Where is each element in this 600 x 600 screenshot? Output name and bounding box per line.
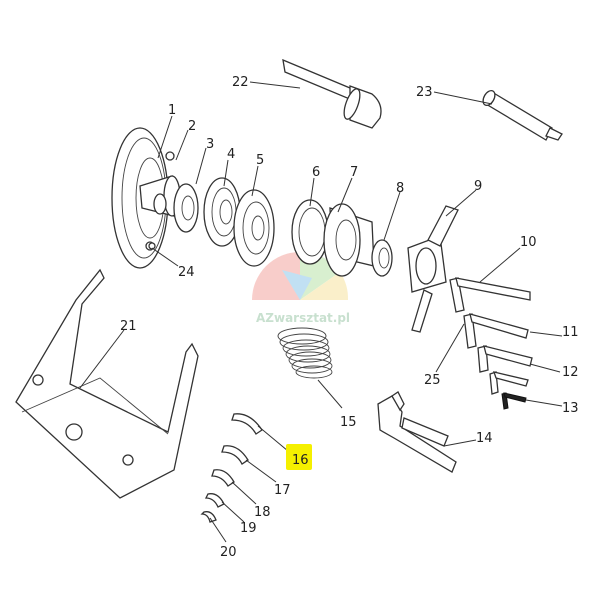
part-21-frame — [15, 268, 199, 499]
callout-16: 16 — [292, 453, 309, 468]
part-2-cone — [139, 175, 181, 217]
callout-14: 14 — [476, 431, 493, 446]
callout-4: 4 — [227, 147, 235, 162]
watermark-text: AZwarsztat.pl — [256, 311, 350, 325]
part-9-wing-nut — [407, 205, 459, 333]
callout-11: 11 — [562, 325, 579, 340]
part-17-washer — [221, 445, 249, 465]
callout-20: 20 — [220, 545, 237, 560]
part-24-screw — [148, 242, 156, 250]
callout-1: 1 — [168, 103, 176, 118]
part-15-spring — [277, 327, 333, 379]
part-18-washer — [211, 469, 235, 487]
callout-21: 21 — [120, 319, 137, 334]
part-13-hex-key — [501, 392, 527, 410]
part-11-hex-key — [477, 345, 533, 373]
callout-labels: 1 2 3 4 5 6 7 8 9 10 11 12 13 14 15 16 1… — [120, 75, 579, 560]
callout-2: 2 — [188, 119, 196, 134]
part-6-ring — [291, 199, 329, 265]
callout-10: 10 — [520, 235, 537, 250]
part-14-wrench — [377, 391, 457, 473]
callout-24: 24 — [178, 265, 195, 280]
part-19-washer — [204, 493, 225, 508]
callout-5: 5 — [256, 153, 264, 168]
leader-lines — [79, 81, 563, 543]
callout-7: 7 — [350, 165, 358, 180]
part-5-cone-adapter — [233, 189, 275, 267]
part-23-pin — [482, 89, 563, 141]
callout-12: 12 — [562, 365, 579, 380]
callout-18: 18 — [254, 505, 271, 520]
callout-6: 6 — [312, 165, 320, 180]
part-8-collar — [371, 239, 393, 277]
callout-25: 25 — [424, 373, 441, 388]
callout-9: 9 — [474, 179, 482, 194]
part-22-handle — [282, 58, 382, 129]
callout-15: 15 — [340, 415, 357, 430]
callout-17: 17 — [274, 483, 291, 498]
part-25-hex-key — [463, 313, 529, 349]
part-16-washer — [231, 413, 263, 435]
callout-13: 13 — [562, 401, 579, 416]
part-12-hex-key — [489, 371, 529, 395]
callout-3: 3 — [206, 137, 214, 152]
part-20-washer — [200, 511, 217, 523]
part-7-cup — [323, 203, 375, 277]
callout-8: 8 — [396, 181, 404, 196]
part-3-spacer — [173, 183, 199, 233]
callout-19: 19 — [240, 521, 257, 536]
part-10-hex-key — [449, 277, 531, 313]
callout-23: 23 — [416, 85, 433, 100]
callout-22: 22 — [232, 75, 249, 90]
callout-16-highlight — [286, 444, 312, 470]
